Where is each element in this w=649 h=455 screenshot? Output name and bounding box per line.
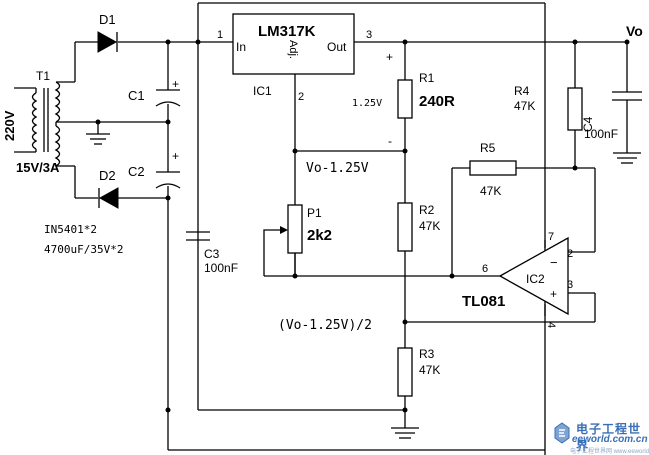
- label-c1: C1: [128, 88, 145, 103]
- label-pin-in: In: [236, 40, 246, 54]
- frame-wires: [168, 2, 546, 455]
- label-opamp-minus: −: [550, 255, 558, 270]
- label-r5: R5: [480, 141, 496, 155]
- label-r3: R3: [419, 347, 435, 361]
- labels: D1 D2 T1 220V 15V/3A C1 C2 + + IN5401*2 …: [2, 12, 643, 377]
- label-lm317: LM317K: [258, 23, 316, 40]
- label-1.25v: 1.25V: [352, 98, 382, 109]
- label-opamp-plus: +: [550, 287, 557, 301]
- logo-title: 电子工程世界: [576, 422, 642, 453]
- label-pin-out: Out: [327, 40, 347, 54]
- capacitor-c1: [155, 89, 181, 107]
- diode-d2: [98, 187, 119, 209]
- label-r3-value: 47K: [419, 363, 440, 377]
- resistor-r1: [295, 42, 413, 203]
- junction-dots: [95, 39, 630, 413]
- logo-tagline: 电子工程世界网 www.eeworld.com.cn: [570, 449, 649, 455]
- capacitor-c2: [155, 171, 181, 189]
- resistor-r3: [397, 347, 413, 428]
- resistor-r5: [451, 160, 596, 276]
- label-ic1: IC1: [253, 84, 272, 98]
- label-r2-value: 47K: [419, 219, 440, 233]
- label-diode-part: IN5401*2: [44, 223, 97, 236]
- label-pin-3b: 3: [567, 279, 573, 291]
- label-r4-value: 47K: [514, 99, 535, 113]
- ic1-lm317: [232, 13, 627, 276]
- label-pin-6: 6: [482, 263, 488, 275]
- label-minus: -: [388, 134, 392, 148]
- label-r1-value: 240R: [419, 93, 455, 110]
- label-vo-minus: Vo-1.25V: [306, 161, 369, 176]
- label-d2: D2: [99, 168, 116, 183]
- resistor-r2: [397, 202, 413, 348]
- label-cap-plus-2: +: [172, 149, 179, 163]
- opamp-ic2: [498, 236, 569, 316]
- capacitor-c3: [186, 231, 210, 241]
- label-pin-3: 3: [366, 29, 372, 41]
- label-pin-7: 7: [548, 231, 554, 243]
- label-tl081: TL081: [462, 293, 505, 310]
- rectifier-wires: [74, 41, 233, 450]
- label-half: (Vo-1.25V)/2: [278, 318, 372, 333]
- transformer-t1: [14, 81, 168, 167]
- logo-domain: eeworld.com.cn: [572, 434, 648, 445]
- diode-d1: [97, 31, 118, 53]
- label-pin-adj: Adj.: [287, 40, 299, 59]
- label-d1: D1: [99, 12, 116, 27]
- label-15v: 15V/3A: [16, 160, 60, 175]
- label-220v: 220V: [2, 110, 17, 141]
- ground-symbol-2: [391, 427, 419, 439]
- label-plus: +: [386, 50, 393, 64]
- label-r4: R4: [514, 84, 530, 98]
- label-p1: P1: [307, 206, 322, 220]
- label-c4-value: 100nF: [584, 127, 618, 141]
- label-ic2: IC2: [526, 272, 545, 286]
- label-pin-2: 2: [298, 91, 304, 103]
- label-r1: R1: [419, 71, 435, 85]
- label-c2: C2: [128, 164, 145, 179]
- capacitor-c4: [612, 42, 642, 164]
- label-pin-2b: 2: [567, 248, 573, 260]
- label-c4: C4: [581, 116, 595, 132]
- label-c3: C3: [204, 247, 220, 261]
- label-p1-value: 2k2: [307, 227, 332, 244]
- opamp-wires: [264, 240, 596, 323]
- potentiometer-p1: [263, 204, 303, 276]
- label-cap-plus-1: +: [172, 77, 179, 91]
- ground-symbol-1: [86, 133, 110, 145]
- label-t1: T1: [36, 69, 50, 83]
- label-r5-value: 47K: [480, 184, 501, 198]
- label-cap-part: 4700uF/35V*2: [44, 243, 123, 256]
- eeworld-logo: 电子工程世界 eeworld.com.cn 电子工程世界网 www.eeworl…: [552, 418, 649, 455]
- label-r2: R2: [419, 203, 435, 217]
- logo-mark-icon: [554, 422, 570, 444]
- label-pin-4: 4: [545, 322, 557, 328]
- label-vo: Vo: [626, 23, 643, 39]
- label-c3-value: 100nF: [204, 261, 238, 275]
- resistor-r4: [567, 42, 583, 168]
- label-pin-1: 1: [217, 29, 223, 41]
